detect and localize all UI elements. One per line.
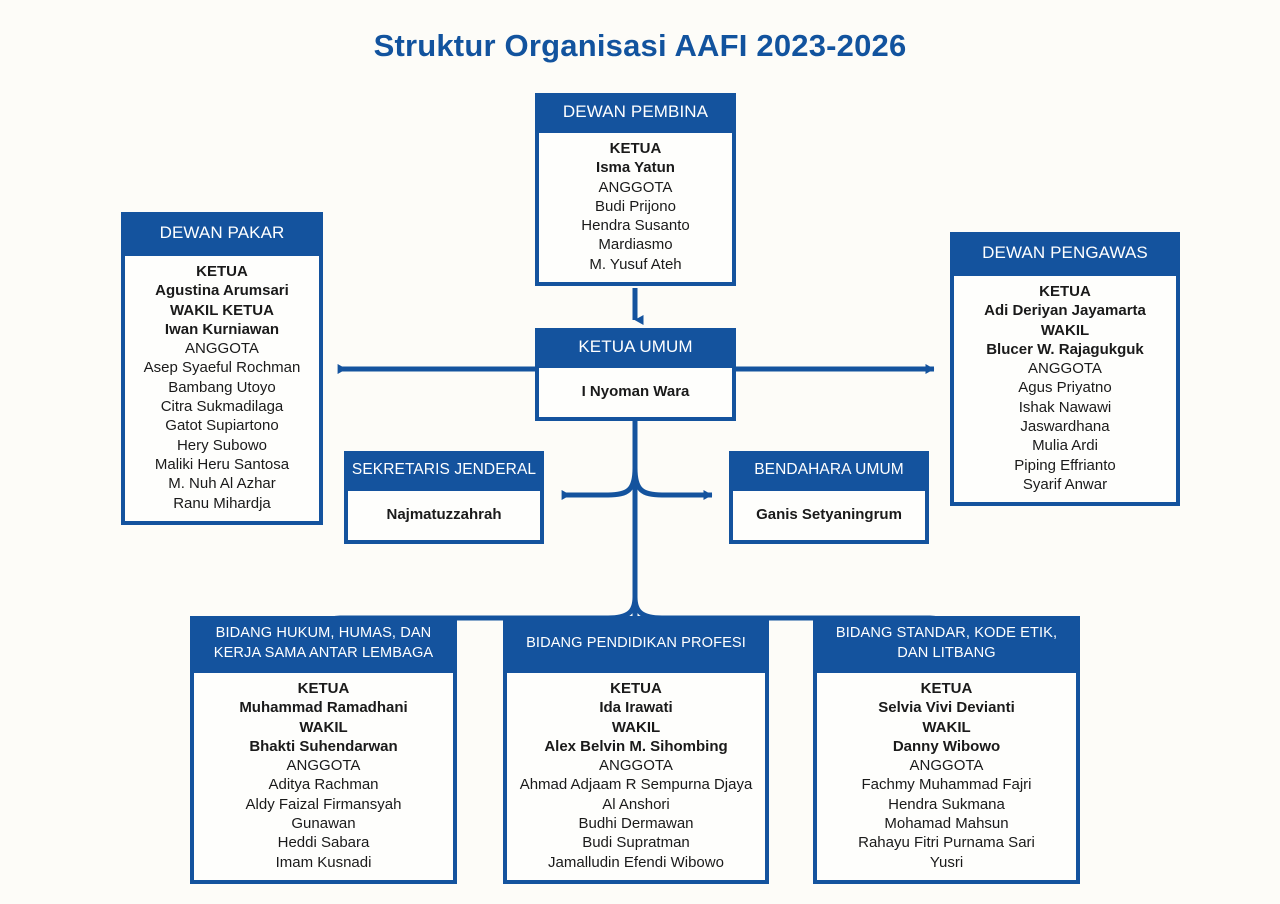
- list-item: Bhakti Suhendarwan: [249, 737, 398, 755]
- list-item: Ahmad Adjaam R Sempurna Djaya: [519, 776, 753, 794]
- list-item: WAKIL: [1040, 321, 1090, 339]
- box-bidang-pendidikan-body: KETUA Ida Irawati WAKIL Alex Belvin M. S…: [503, 671, 769, 884]
- list-item: Maliki Heru Santosa: [154, 455, 290, 473]
- list-item: Piping Effrianto: [1014, 456, 1116, 474]
- box-ketua-umum-body: I Nyoman Wara: [535, 366, 736, 422]
- list-item: ANGGOTA: [286, 757, 361, 775]
- list-item: Jaswardhana: [1020, 418, 1110, 436]
- connector-trunk-to-bendahara: [632, 467, 713, 500]
- list-item: Bambang Utoyo: [168, 378, 276, 396]
- list-item: Ganis Setyaningrum: [756, 506, 902, 523]
- box-sekretaris-jenderal-header: SEKRETARIS JENDERAL: [344, 451, 544, 489]
- list-item: Blucer W. Rajagukguk: [986, 340, 1144, 358]
- page-title: Struktur Organisasi AAFI 2023-2026: [373, 28, 907, 63]
- list-item: Rahayu Fitri Purnama Sari: [858, 834, 1035, 852]
- list-item: Isma Yatun: [596, 159, 675, 177]
- box-bidang-hukum-header: BIDANG HUKUM, HUMAS, DAN KERJA SAMA ANTA…: [190, 616, 457, 671]
- box-bendahara-umum-body: Ganis Setyaningrum: [729, 489, 929, 545]
- list-item: Mulia Ardi: [1032, 437, 1098, 455]
- list-item: Asep Syaeful Rochman: [143, 359, 301, 377]
- box-ketua-umum-header: KETUA UMUM: [535, 328, 736, 366]
- box-bidang-standar-body: KETUA Selvia Vivi Devianti WAKIL Danny W…: [813, 671, 1080, 884]
- list-item: M. Nuh Al Azhar: [168, 475, 276, 493]
- box-dewan-pengawas[interactable]: DEWAN PENGAWAS KETUA Adi Deriyan Jayamar…: [950, 232, 1180, 507]
- connector-trunk-to-sekjen: [561, 467, 638, 500]
- list-item: Muhammad Ramadhani: [239, 699, 408, 717]
- box-dewan-pembina-header: DEWAN PEMBINA: [535, 93, 736, 131]
- list-item: Hery Subowo: [176, 436, 268, 454]
- box-dewan-pengawas-header: DEWAN PENGAWAS: [950, 232, 1180, 274]
- list-item: Citra Sukmadilaga: [160, 398, 284, 416]
- list-item: Gunawan: [291, 815, 356, 833]
- list-item: Selvia Vivi Devianti: [878, 699, 1015, 717]
- list-item: KETUA: [297, 680, 350, 697]
- list-item: Jamalludin Efendi Wibowo: [548, 853, 724, 871]
- list-item: Fachmy Muhammad Fajri: [861, 776, 1032, 794]
- list-item: Al Anshori: [602, 795, 670, 813]
- list-item: WAKIL KETUA: [170, 301, 274, 319]
- list-item: KETUA: [609, 140, 662, 157]
- list-item: Heddi Sabara: [277, 834, 370, 852]
- box-bidang-hukum[interactable]: BIDANG HUKUM, HUMAS, DAN KERJA SAMA ANTA…: [190, 616, 457, 884]
- list-item: WAKIL: [299, 718, 348, 736]
- box-bendahara-umum[interactable]: BENDAHARA UMUM Ganis Setyaningrum: [729, 451, 929, 545]
- box-sekretaris-jenderal[interactable]: SEKRETARIS JENDERAL Najmatuzzahrah: [344, 451, 544, 545]
- list-item: ANGGOTA: [598, 178, 673, 196]
- box-bidang-hukum-body: KETUA Muhammad Ramadhani WAKIL Bhakti Su…: [190, 671, 457, 884]
- box-dewan-pakar-body: KETUA Agustina Arumsari WAKIL KETUA Iwan…: [121, 254, 323, 525]
- box-dewan-pembina-body: KETUA Isma Yatun ANGGOTA Budi Prijono He…: [535, 131, 736, 287]
- list-item: Gatot Supiartono: [165, 417, 279, 435]
- box-ketua-umum[interactable]: KETUA UMUM I Nyoman Wara: [535, 328, 736, 422]
- box-dewan-pembina[interactable]: DEWAN PEMBINA KETUA Isma Yatun ANGGOTA B…: [535, 93, 736, 287]
- list-item: Ranu Mihardja: [173, 494, 271, 512]
- list-item: Imam Kusnadi: [275, 853, 372, 871]
- list-item: Adi Deriyan Jayamarta: [984, 302, 1146, 320]
- list-item: Ishak Nawawi: [1018, 398, 1112, 416]
- list-item: Budi Prijono: [595, 197, 676, 215]
- list-item: ANGGOTA: [909, 757, 984, 775]
- list-item: KETUA: [1039, 283, 1091, 300]
- list-item: M. Yusuf Ateh: [589, 255, 682, 273]
- list-item: Hendra Sukmana: [888, 795, 1005, 813]
- box-dewan-pakar[interactable]: DEWAN PAKAR KETUA Agustina Arumsari WAKI…: [121, 212, 323, 525]
- list-item: Aditya Rachman: [268, 776, 379, 794]
- box-bidang-pendidikan-header: BIDANG PENDIDIKAN PROFESI: [503, 616, 769, 671]
- box-dewan-pengawas-body: KETUA Adi Deriyan Jayamarta WAKIL Blucer…: [950, 274, 1180, 507]
- list-item: Budi Supratman: [582, 834, 690, 852]
- box-bendahara-umum-header: BENDAHARA UMUM: [729, 451, 929, 489]
- list-item: Syarif Anwar: [1022, 475, 1108, 493]
- list-item: Ida Irawati: [599, 699, 673, 717]
- box-bidang-standar[interactable]: BIDANG STANDAR, KODE ETIK, DAN LITBANG K…: [813, 616, 1080, 884]
- list-item: ANGGOTA: [185, 340, 259, 358]
- list-item: Danny Wibowo: [892, 737, 1001, 755]
- box-dewan-pakar-header: DEWAN PAKAR: [121, 212, 323, 254]
- list-item: ANGGOTA: [1028, 360, 1102, 378]
- list-item: KETUA: [920, 680, 973, 697]
- list-item: Hendra Susanto: [581, 217, 690, 235]
- list-item: Agus Priyatno: [1018, 379, 1112, 397]
- box-bidang-standar-header: BIDANG STANDAR, KODE ETIK, DAN LITBANG: [813, 616, 1080, 671]
- list-item: Mohamad Mahsun: [884, 815, 1009, 833]
- list-item: Agustina Arumsari: [155, 282, 289, 300]
- list-item: Alex Belvin M. Sihombing: [544, 737, 728, 755]
- list-item: I Nyoman Wara: [581, 383, 690, 400]
- list-item: KETUA: [610, 680, 662, 697]
- box-bidang-pendidikan[interactable]: BIDANG PENDIDIKAN PROFESI KETUA Ida Iraw…: [503, 616, 769, 884]
- list-item: WAKIL: [922, 718, 971, 736]
- list-item: Iwan Kurniawan: [164, 320, 280, 338]
- list-item: Yusri: [929, 853, 964, 871]
- list-item: KETUA: [196, 263, 248, 280]
- list-item: WAKIL: [611, 718, 661, 736]
- list-item: Najmatuzzahrah: [386, 506, 502, 523]
- list-item: Aldy Faizal Firmansyah: [245, 795, 402, 813]
- list-item: Budhi Dermawan: [578, 815, 694, 833]
- list-item: Mardiasmo: [598, 236, 673, 254]
- box-sekretaris-jenderal-body: Najmatuzzahrah: [344, 489, 544, 545]
- list-item: ANGGOTA: [599, 757, 673, 775]
